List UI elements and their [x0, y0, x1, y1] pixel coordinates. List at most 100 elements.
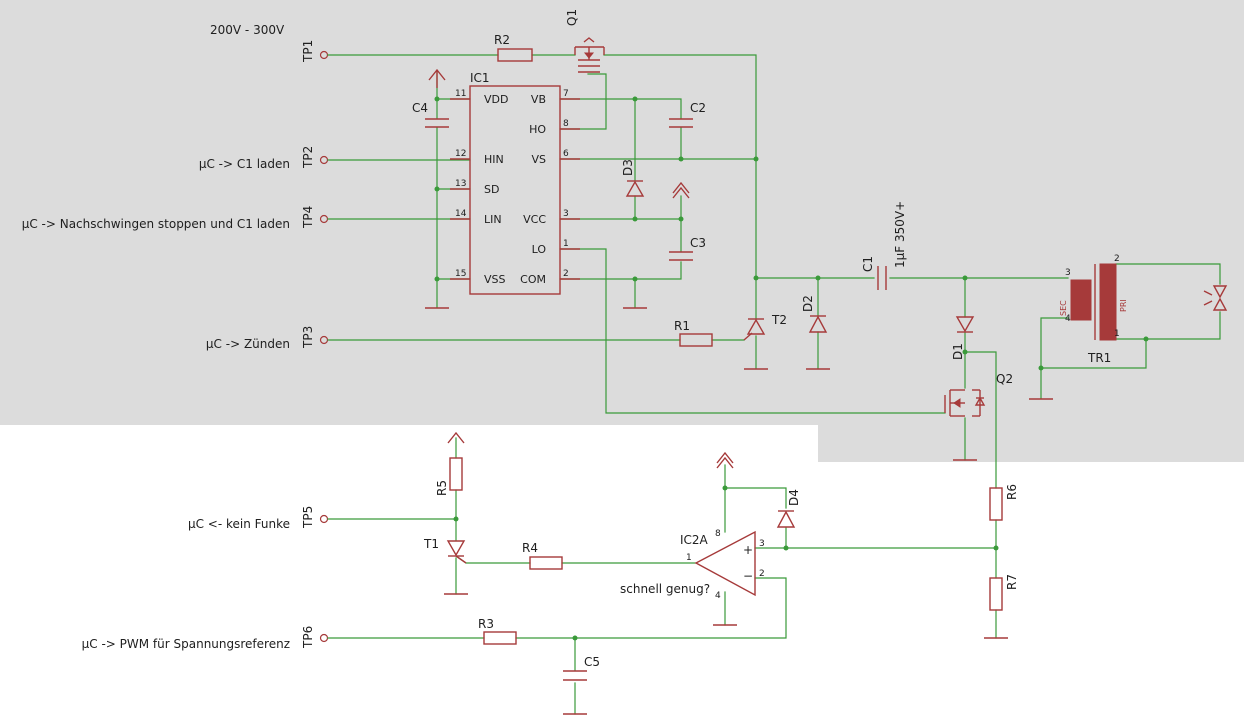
c4-label: C4 [412, 101, 428, 115]
tp5-label: TP5 [301, 506, 315, 529]
c3-label: C3 [690, 236, 706, 250]
junctions [434, 96, 1149, 641]
testpoint-tp6: µC -> PWM für Spannungsreferenz TP6 [82, 626, 329, 651]
tr1-label: TR1 [1087, 351, 1111, 365]
tp2-label: TP2 [301, 146, 315, 169]
ic1-pin-num: 12 [455, 149, 466, 159]
testpoint-tp1: 200V - 300V TP1 [210, 23, 329, 63]
tr1-pin-1: 1 [1114, 329, 1120, 339]
testpoint-tp2: µC -> C1 laden TP2 [199, 146, 329, 171]
d3-label: D3 [621, 159, 635, 176]
ic2a-label: IC2A [680, 533, 709, 547]
tr1-pin-2: 2 [1114, 254, 1120, 264]
ic1-pin-num: 14 [455, 209, 467, 219]
ic2a-pin-vminus: 4 [715, 591, 721, 601]
r1-label: R1 [674, 319, 690, 333]
q2-label: Q2 [996, 372, 1013, 386]
tp5-description: µC <- kein Funke [188, 517, 290, 531]
d2-label: D2 [801, 295, 815, 312]
ic1-pin-name: VB [531, 93, 546, 106]
ic1-pin-num: 15 [455, 269, 466, 279]
ic2a-pin-noninv: 3 [759, 539, 765, 549]
ic1: IC1 11 12 13 14 15 VDD HIN SD LIN VSS [450, 71, 580, 295]
tp2-description: µC -> C1 laden [199, 157, 290, 171]
ic1-body [469, 85, 561, 295]
diode-d4: D4 [776, 489, 801, 528]
ic1-pin-num: 7 [563, 89, 569, 99]
tp4-description: µC -> Nachschwingen stoppen und C1 laden [22, 217, 290, 231]
transformer-tr1: SEC PRI 3 4 2 1 TR1 [1059, 254, 1128, 365]
r5-label: R5 [435, 480, 449, 496]
tr1-primary-coil [1099, 263, 1117, 341]
ic1-pin-name: VDD [484, 93, 508, 106]
ic1-pin-name: VCC [523, 213, 546, 226]
ic1-pin-name: HIN [484, 153, 504, 166]
ic2a-pin-out: 1 [686, 553, 692, 563]
resistor-r5: R5 [435, 457, 463, 496]
ic1-pin-num: 6 [563, 149, 569, 159]
c1-value: 1µF 350V+ [893, 201, 907, 268]
mosfet-q2: Q2 [944, 372, 1013, 417]
vcc-arrow-icon [672, 181, 690, 194]
ic1-left-pins: 11 12 13 14 15 VDD HIN SD LIN VSS [450, 89, 508, 286]
ic1-pin-name: VSS [484, 273, 506, 286]
ic2a-minus: − [743, 569, 753, 583]
c2-label: C2 [690, 101, 706, 115]
capacitor-c3: C3 [669, 236, 706, 261]
ic2a-pin-inv: 2 [759, 569, 765, 579]
capacitor-c2: C2 [669, 101, 706, 128]
opamp-ic2a: IC2A + − 1 2 3 8 4 schnell genug? [620, 529, 765, 601]
resistor-r3: R3 [478, 617, 517, 645]
ic2a-body [694, 530, 756, 597]
ic1-pin-num: 1 [563, 239, 569, 249]
thyristor-t2: T2 [743, 313, 787, 341]
q1-label: Q1 [565, 9, 579, 26]
ic1-pin-name: COM [520, 273, 546, 286]
tr1-sec-label: SEC [1059, 300, 1068, 316]
ic1-pin-num: 8 [563, 119, 569, 129]
r7-label: R7 [1005, 574, 1019, 590]
tp3-label: TP3 [301, 326, 315, 349]
tp1-description: 200V - 300V [210, 23, 285, 37]
diode-d2: D2 [801, 295, 828, 333]
thyristor-t1: T1 [423, 537, 467, 564]
tr1-secondary-coil [1070, 279, 1092, 321]
testpoint-tp4: µC -> Nachschwingen stoppen und C1 laden… [22, 206, 329, 231]
d4-label: D4 [787, 489, 801, 506]
ic1-pin-name: LO [532, 243, 547, 256]
resistor-r7: R7 [989, 574, 1019, 611]
ic2a-note: schnell genug? [620, 582, 710, 596]
ic1-pin-name: SD [484, 183, 499, 196]
tp3-description: µC -> Zünden [206, 337, 290, 351]
c1-label: C1 [861, 256, 875, 272]
diode-d3: D3 [621, 159, 645, 197]
tp1-label: TP1 [301, 40, 315, 63]
tr1-pin-3: 3 [1065, 268, 1071, 278]
ic2a-supply-arrow-icon [716, 451, 734, 464]
ic1-pin-name: HO [529, 123, 546, 136]
d1-label: D1 [951, 343, 965, 360]
ic1-label: IC1 [470, 71, 490, 85]
supply-arrows [428, 68, 734, 469]
t1-label: T1 [423, 537, 439, 551]
ic1-pin-num: 3 [563, 209, 569, 219]
capacitor-c5: C5 [563, 655, 600, 681]
ic1-pin-num: 11 [455, 89, 466, 99]
ic1-pin-num: 2 [563, 269, 569, 279]
capacitor-c4: C4 [412, 101, 449, 128]
ic1-right-pins: 7 8 6 3 1 2 VB HO VS VCC LO COM [520, 89, 580, 286]
r5-supply-arrow-icon [447, 431, 465, 444]
mosfet-q1: Q1 [565, 9, 605, 73]
tr1-pin-4: 4 [1065, 314, 1071, 324]
r3-label: R3 [478, 617, 494, 631]
ic1-pin-num: 13 [455, 179, 466, 189]
testpoint-tp5: µC <- kein Funke TP5 [188, 506, 329, 531]
tp6-label: TP6 [301, 626, 315, 649]
r6-label: R6 [1005, 484, 1019, 500]
gray-region [0, 0, 1244, 462]
resistor-r1: R1 [674, 319, 713, 347]
resistor-r6: R6 [989, 484, 1019, 521]
ic2a-plus: + [743, 543, 753, 557]
